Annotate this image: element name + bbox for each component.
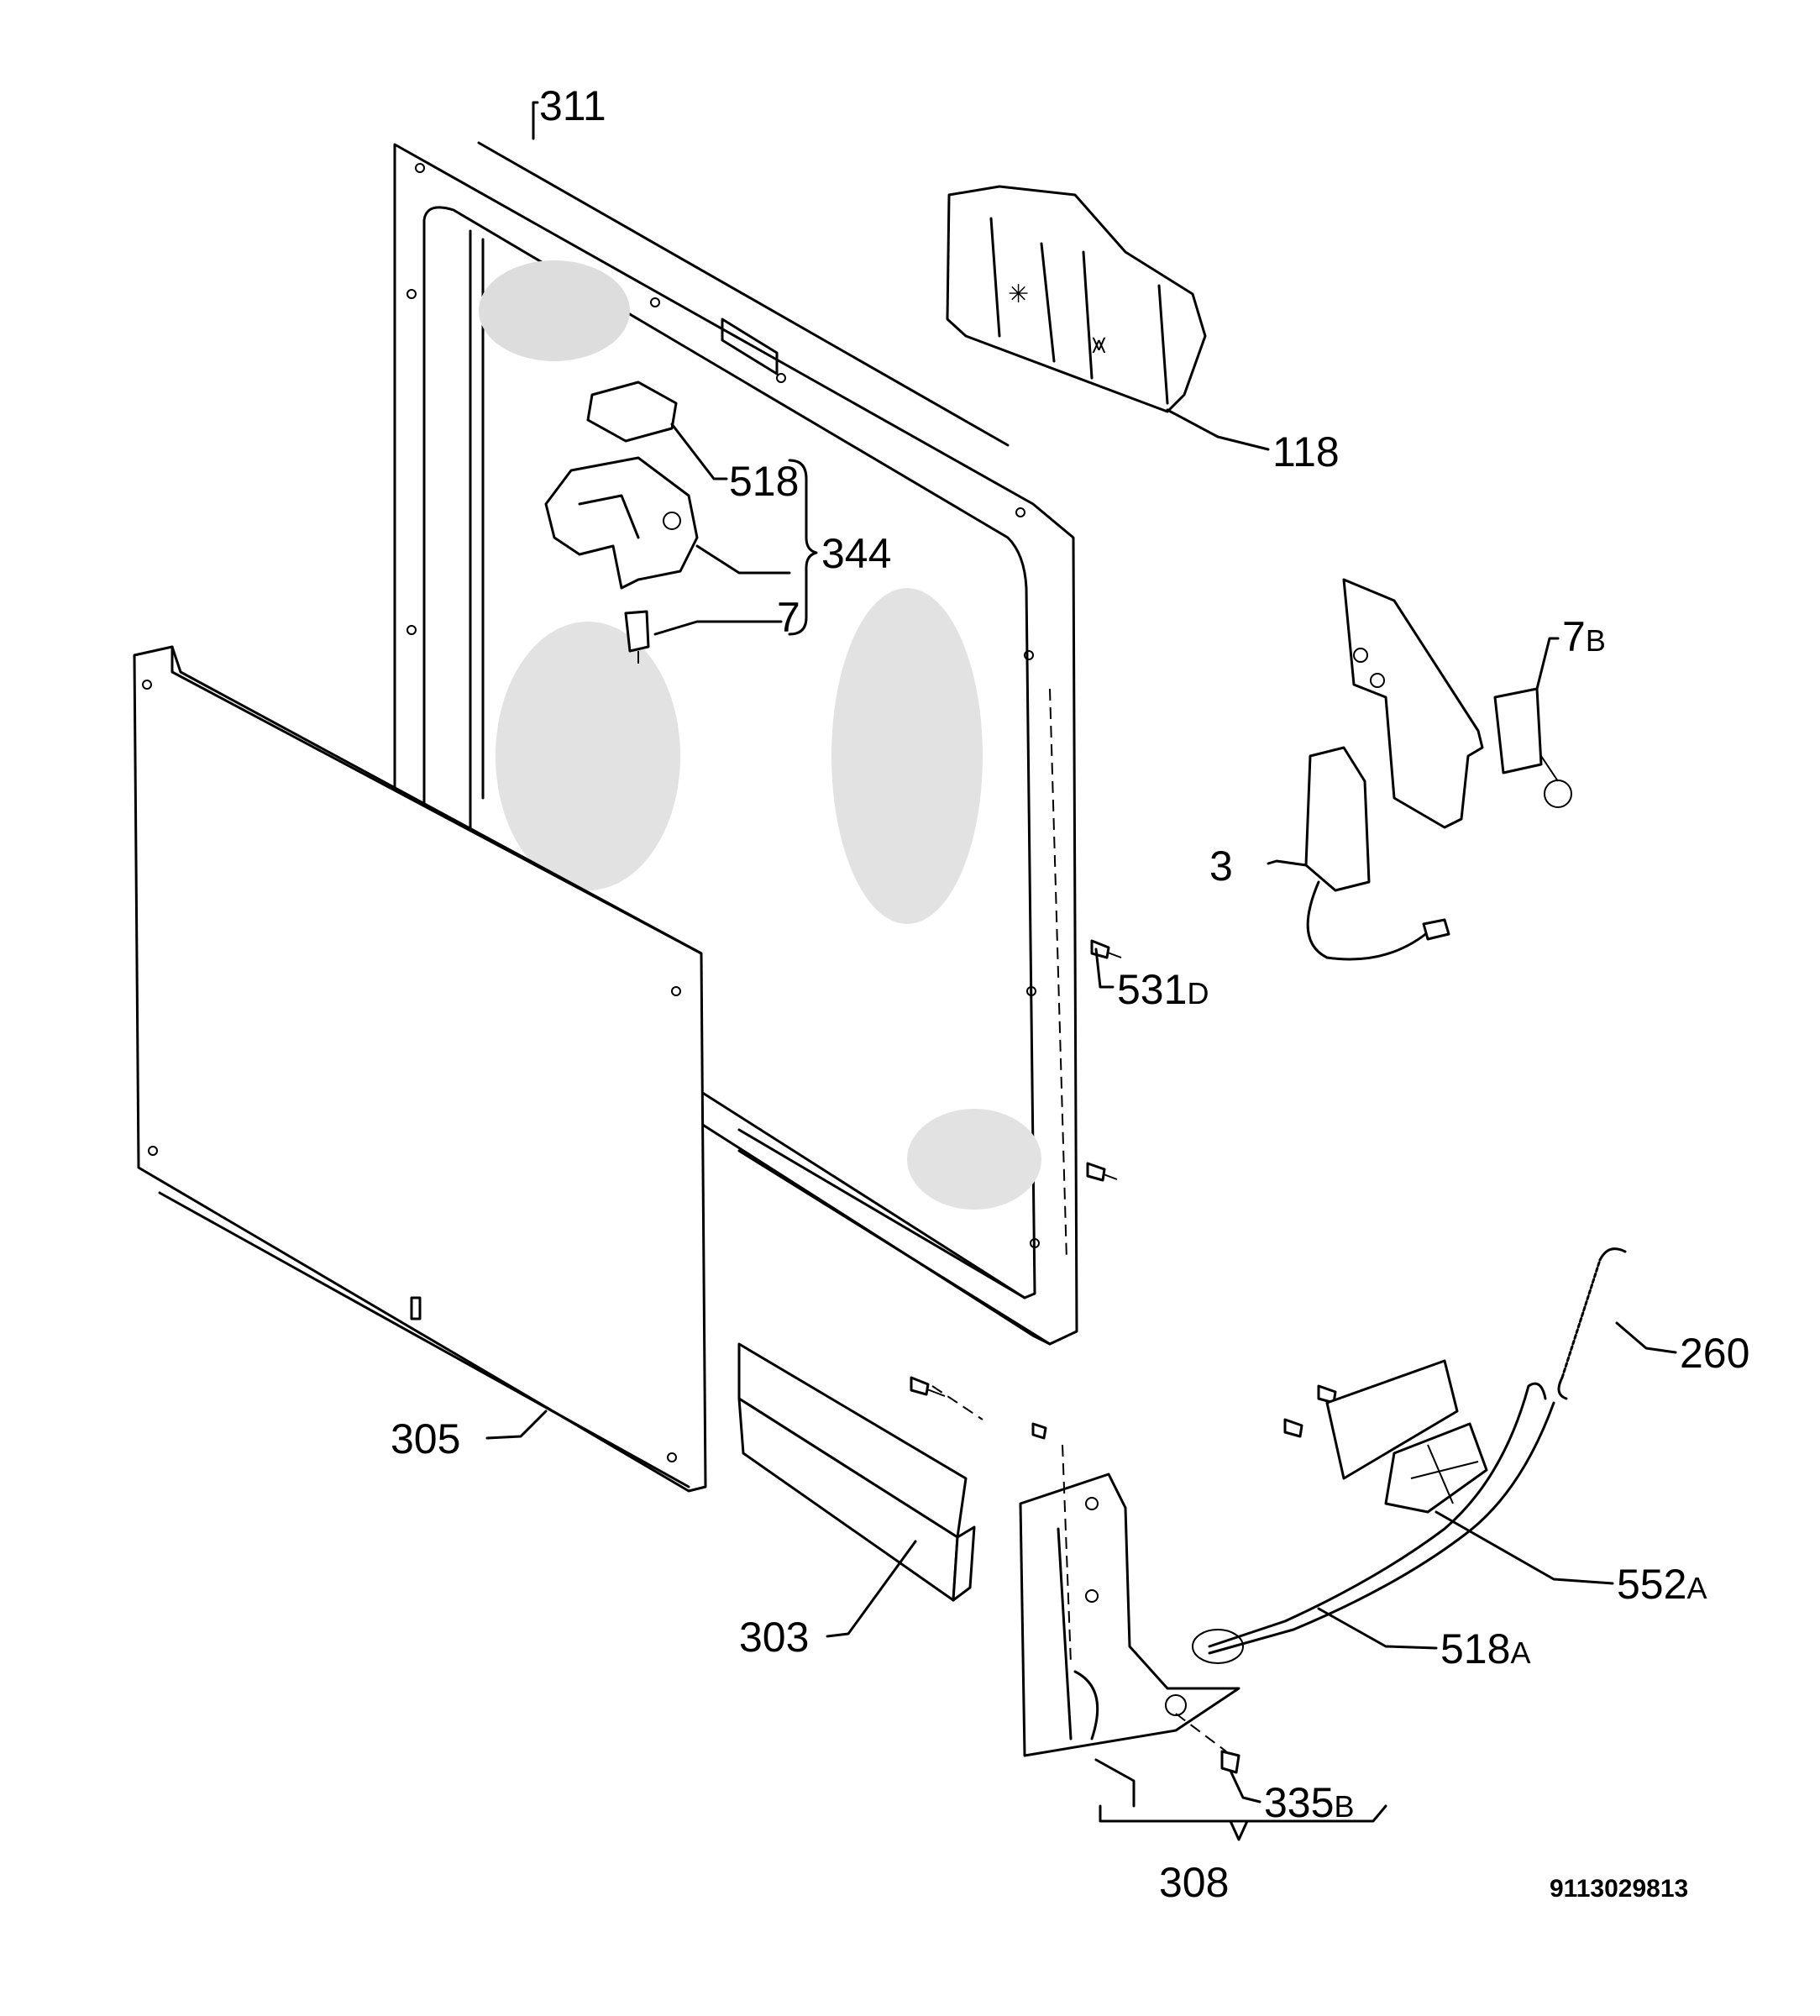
callout-518: 518 xyxy=(729,458,799,505)
callout-518a: 518A xyxy=(1440,1625,1530,1672)
callout-335b: 335B xyxy=(1264,1779,1354,1826)
detergent-dispenser: ✳ ⩙ xyxy=(946,185,1207,413)
callout-7b: 7B xyxy=(1562,613,1606,660)
switch-bracket xyxy=(1304,578,1572,961)
svg-text:⩙: ⩙ xyxy=(1092,331,1106,359)
svg-text:✳: ✳ xyxy=(1008,281,1029,308)
bottom-profile xyxy=(737,1342,983,1602)
callout-7: 7 xyxy=(777,594,800,641)
callout-344: 344 xyxy=(821,530,891,577)
callout-260: 260 xyxy=(1680,1330,1749,1377)
callout-531d: 531D xyxy=(1117,966,1209,1013)
inner-door-panel xyxy=(393,141,1078,1346)
spring-and-cable xyxy=(1192,1247,1627,1664)
callout-118: 118 xyxy=(1272,428,1340,475)
callout-308: 308 xyxy=(1159,1859,1229,1906)
callout-303: 303 xyxy=(739,1614,809,1661)
leader-lines xyxy=(485,101,1677,1841)
callout-3: 3 xyxy=(1209,843,1233,890)
callout-552a: 552A xyxy=(1617,1561,1707,1608)
callout-labels: 311 118 518 344 7 7B 3 531D 260 305 552A… xyxy=(391,82,1749,1906)
outer-door-panel xyxy=(133,645,707,1493)
callout-311: 311 xyxy=(539,82,606,129)
callout-305: 305 xyxy=(391,1415,460,1462)
door-lock-assembly xyxy=(544,381,699,664)
door-hinge xyxy=(1019,1444,1240,1757)
catalog-number: 9113029813 xyxy=(1550,1875,1688,1903)
